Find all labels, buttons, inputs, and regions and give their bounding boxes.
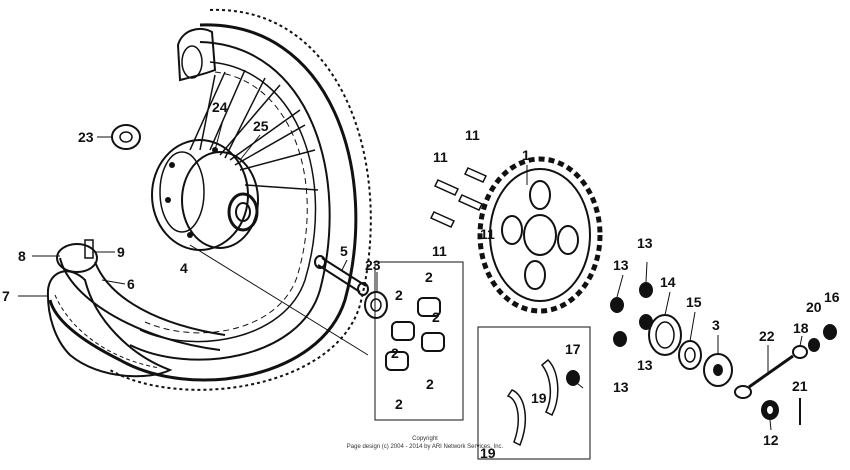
label-2-a: 2 <box>425 269 433 285</box>
dampers <box>385 297 445 371</box>
label-23-left: 23 <box>78 129 94 145</box>
label-20: 20 <box>806 299 822 315</box>
nut-17 <box>566 370 580 386</box>
sprocket <box>477 156 603 314</box>
label-18: 18 <box>793 320 809 336</box>
inner-tube <box>56 243 226 351</box>
label-6: 6 <box>127 276 135 292</box>
label-2-f: 2 <box>432 309 440 325</box>
label-13-d: 13 <box>613 379 629 395</box>
seal-15 <box>678 340 702 370</box>
chain-adjuster <box>734 354 794 399</box>
label-4: 4 <box>180 260 188 276</box>
label-14: 14 <box>660 274 676 290</box>
nuts-13 <box>610 282 653 347</box>
lock-washer-14 <box>648 314 682 356</box>
bearing-23-left <box>111 124 141 150</box>
label-17: 17 <box>565 341 581 357</box>
label-15: 15 <box>686 294 702 310</box>
part-labels: 23 24 25 4 8 9 7 6 5 23 11 11 11 11 1 2 … <box>2 99 840 461</box>
label-13-b: 13 <box>637 235 653 251</box>
label-2-e: 2 <box>395 396 403 412</box>
label-8: 8 <box>18 248 26 264</box>
sprocket-bolts <box>429 167 488 228</box>
copyright-line-2: Page design (c) 2004 - 2014 by ARI Netwo… <box>347 444 504 450</box>
label-25: 25 <box>253 118 269 134</box>
label-11-c: 11 <box>480 226 495 242</box>
nut-16 <box>823 324 837 340</box>
washer-18 <box>792 345 808 359</box>
spokes <box>189 69 319 191</box>
lock-plate-group-box <box>477 326 591 460</box>
label-11-d: 11 <box>432 243 447 259</box>
label-13-a: 13 <box>613 257 629 273</box>
axle-spacer <box>314 255 369 296</box>
tire-section-lower <box>46 270 173 378</box>
lock-plates <box>506 358 559 447</box>
hub <box>151 139 259 251</box>
label-23-center: 23 <box>365 257 381 273</box>
bearing-23-center <box>364 291 388 319</box>
valve-stem <box>84 239 94 259</box>
collar-3 <box>703 353 733 387</box>
label-13-c: 13 <box>637 357 653 373</box>
label-5: 5 <box>340 243 348 259</box>
label-7: 7 <box>2 288 10 304</box>
label-21: 21 <box>792 378 808 394</box>
label-3: 3 <box>712 317 720 333</box>
leader-lines <box>18 119 803 431</box>
label-16: 16 <box>824 289 840 305</box>
label-19-a: 19 <box>531 390 547 406</box>
axle-nut-12 <box>761 400 779 420</box>
label-2-d: 2 <box>426 376 434 392</box>
label-11-b: 11 <box>433 149 448 165</box>
label-1: 1 <box>522 147 530 163</box>
label-11-a: 11 <box>465 127 480 143</box>
copyright-line-1: Copyright <box>412 436 438 442</box>
damper-group-box <box>374 261 464 421</box>
label-24: 24 <box>212 99 228 115</box>
label-12: 12 <box>763 432 779 448</box>
label-22: 22 <box>759 328 775 344</box>
label-9: 9 <box>117 244 125 260</box>
label-2-c: 2 <box>391 345 399 361</box>
tire-section-top <box>176 27 217 82</box>
label-2-b: 2 <box>395 287 403 303</box>
label-19-b: 19 <box>480 445 496 461</box>
nut-20 <box>808 338 820 352</box>
